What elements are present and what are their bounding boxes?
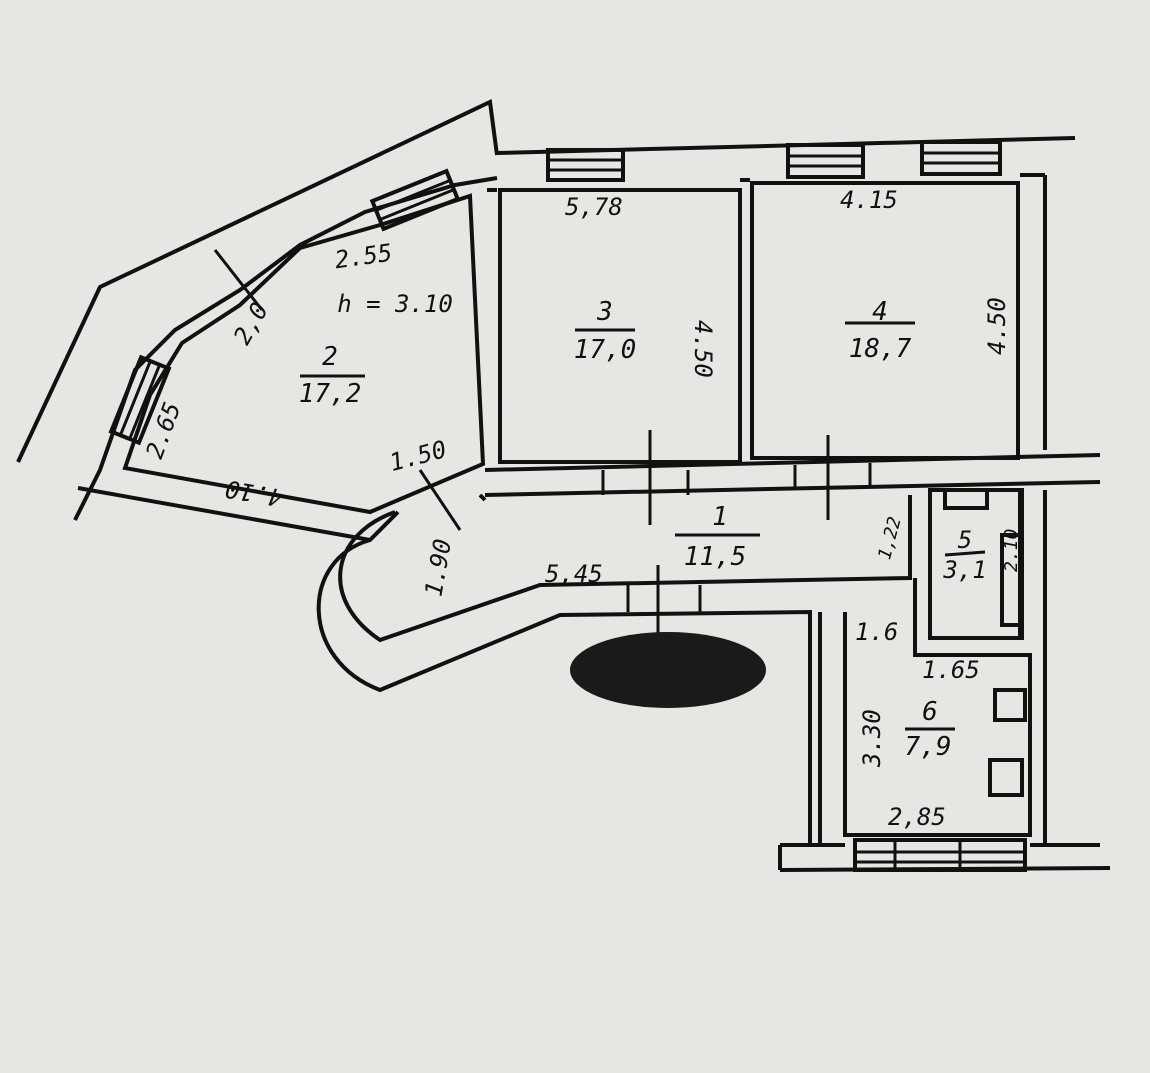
room-3-number: 3: [596, 297, 613, 327]
dim-label: 5,78: [565, 193, 623, 221]
room-6-outline: [843, 578, 1032, 837]
room-6-area: 7,9: [905, 732, 952, 762]
dim-label: 4.50: [689, 320, 717, 378]
room-5-area: 3,1: [942, 556, 986, 584]
dim-label: 1.50: [386, 435, 449, 477]
windows: [108, 140, 1027, 872]
room-4-number: 4: [872, 297, 888, 327]
walls: [16, 99, 1111, 872]
room-labels: 1 11,5 2 17,2 h = 3.10 3 17,0 4 18,7 5 3…: [299, 290, 987, 762]
room-3-outline: [498, 188, 742, 464]
dim-label: 4.50: [983, 297, 1011, 355]
dim-label: 3.30: [858, 709, 886, 768]
window: [786, 143, 865, 179]
window: [546, 148, 625, 182]
dim-label: 2,0: [228, 298, 274, 350]
room-5-number: 5: [958, 526, 972, 554]
dim-label: 2.55: [333, 239, 394, 275]
dim-label: 1,22: [874, 515, 906, 562]
room-1-number: 1: [712, 502, 728, 532]
dim-label: 5,45: [545, 560, 603, 588]
room-4-outline: [750, 181, 1020, 460]
room-2-number: 2: [322, 342, 338, 372]
window: [853, 838, 1027, 872]
room-4-area: 18,7: [849, 334, 912, 364]
window: [920, 140, 1002, 176]
ceiling-height: h = 3.10: [337, 290, 453, 318]
window: [369, 168, 461, 232]
window: [108, 354, 172, 446]
dim-label: 4.15: [840, 186, 898, 214]
dim-label: 1.65: [922, 656, 980, 684]
dim-label: 2.10: [1001, 529, 1022, 572]
dim-label: 2,85: [888, 803, 946, 831]
redaction-mark: [570, 632, 766, 708]
dim-label: 1.90: [419, 537, 457, 599]
room-6-number: 6: [922, 697, 938, 727]
room-3-area: 17,0: [574, 335, 637, 365]
dimension-labels: 2.55 2,0 2.65 4.10 1.50 1.90 5,45 5,78 4…: [140, 186, 1022, 831]
room-1-area: 11,5: [684, 542, 747, 572]
dim-label: 1.6: [855, 618, 898, 646]
dim-label: 4.10: [223, 474, 285, 512]
room-2-area: 17,2: [299, 379, 362, 409]
